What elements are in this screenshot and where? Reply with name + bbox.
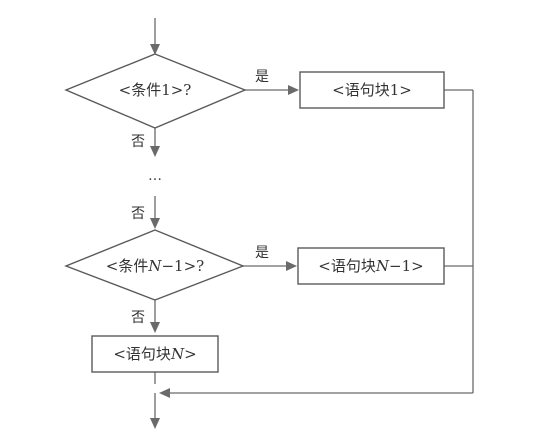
- connectors: [154, 18, 474, 420]
- block-n1-label: <语句块N−1>: [318, 257, 423, 275]
- block-n1: <语句块N−1>: [297, 247, 445, 285]
- block-n1-suffix: −1>: [389, 257, 424, 275]
- arrowhead-no-2: [150, 218, 160, 229]
- decision-n1: <条件N−1>?: [64, 229, 245, 301]
- decision-1-diamond: [64, 53, 247, 129]
- no-label-3: 否: [131, 310, 145, 326]
- no-label-1: 否: [131, 134, 145, 150]
- decision-n1-label: <条件N−1>?: [106, 257, 204, 275]
- block-n1-box: [297, 247, 445, 285]
- block-n-box: [91, 335, 219, 373]
- block-n-var: N: [170, 345, 185, 363]
- arrowhead-no-1: [150, 146, 160, 157]
- block-1: <语句块1>: [299, 71, 445, 109]
- yes-label-2: 是: [255, 245, 269, 261]
- block-1-text: <语句块1>: [332, 81, 412, 99]
- decision-n1-diamond: [64, 229, 245, 301]
- yes-label-1: 是: [255, 69, 269, 85]
- block-n-prefix: <语句块: [113, 345, 171, 363]
- arrowhead-return: [159, 388, 170, 398]
- block-n1-prefix: <语句块: [318, 257, 376, 275]
- block-1-box: [299, 71, 445, 109]
- ellipsis: …: [148, 168, 162, 184]
- decision-n1-var: N: [147, 257, 162, 275]
- decision-n1-prefix: <条件: [106, 257, 149, 275]
- block-n-label: <语句块N>: [113, 345, 196, 363]
- decision-1-text: <条件1>?: [119, 81, 192, 99]
- arrowhead-yes-2: [286, 261, 297, 271]
- arrowhead-yes-1: [288, 85, 299, 95]
- no-label-2: 否: [131, 206, 145, 222]
- decision-1: <条件1>?: [64, 53, 247, 129]
- block-1-label: <语句块1>: [332, 81, 412, 99]
- block-n-suffix: >: [184, 345, 197, 363]
- decision-n1-suffix: −1>?: [161, 257, 204, 275]
- block-n1-var: N: [375, 257, 390, 275]
- arrowhead-exit: [150, 418, 160, 429]
- decision-1-label: <条件1>?: [119, 81, 192, 99]
- arrowheads: [150, 44, 299, 429]
- block-n: <语句块N>: [91, 335, 219, 373]
- arrowhead-entry: [150, 44, 160, 55]
- arrowhead-no-3: [150, 322, 160, 333]
